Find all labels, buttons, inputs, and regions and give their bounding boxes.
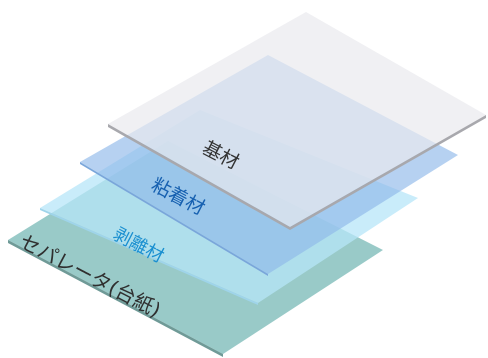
- base-layer: 基材: [108, 12, 486, 230]
- separator-edge: [8, 240, 223, 357]
- base-sheet: [108, 12, 486, 227]
- adhesive-edge: [80, 162, 268, 276]
- release-edge: [40, 208, 258, 305]
